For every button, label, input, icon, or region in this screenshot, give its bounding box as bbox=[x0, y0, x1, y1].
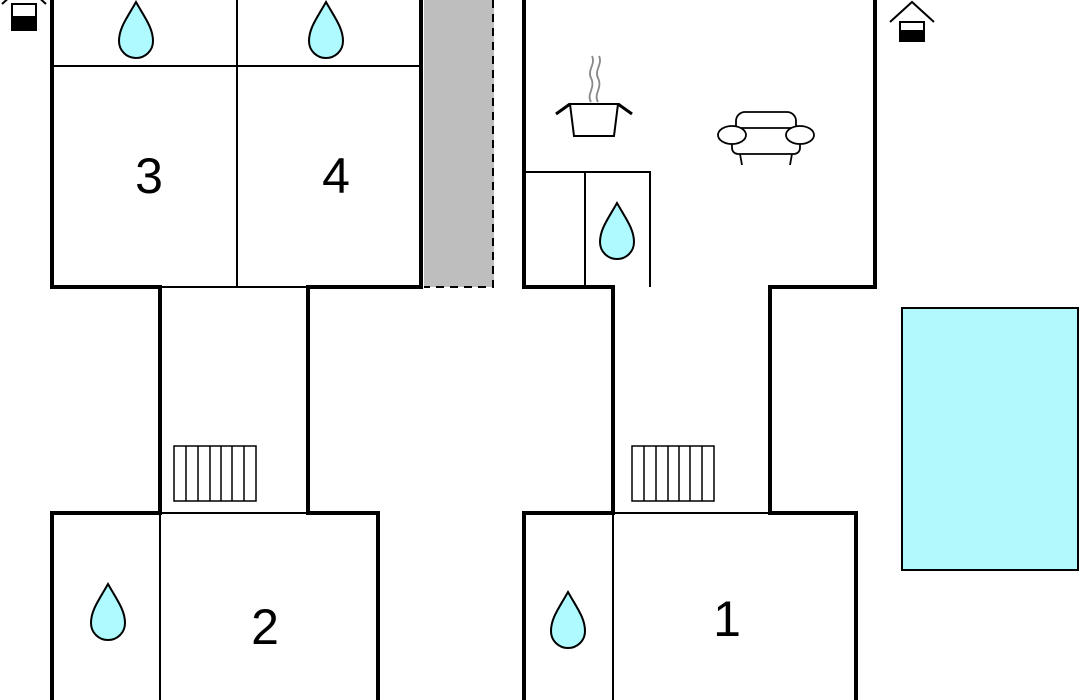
lower-block-walls bbox=[50, 511, 380, 700]
pool bbox=[901, 307, 1079, 571]
stairs-icon bbox=[631, 445, 715, 502]
stairs-icon bbox=[173, 445, 257, 502]
lower-right-walls bbox=[522, 511, 858, 700]
room-number-4: 4 bbox=[322, 148, 350, 204]
terrace bbox=[424, 0, 494, 287]
water-drop-icon bbox=[308, 1, 344, 59]
room-number-1: 1 bbox=[713, 591, 741, 647]
upper-block-walls bbox=[50, 0, 423, 289]
terrace-dashed-edge bbox=[424, 0, 494, 288]
water-drop-icon bbox=[599, 202, 635, 260]
room-number-2: 2 bbox=[251, 599, 279, 655]
water-drop-icon bbox=[118, 1, 154, 59]
right-building: 1 bbox=[522, 0, 1079, 700]
water-drop-icon bbox=[90, 583, 126, 641]
room-number-3: 3 bbox=[135, 148, 163, 204]
right-corridor-walls bbox=[611, 285, 772, 515]
water-drop-icon bbox=[550, 591, 586, 649]
corridor-walls bbox=[158, 285, 310, 515]
upper-right-walls bbox=[522, 0, 877, 289]
house-icon bbox=[889, 0, 935, 42]
sofa-icon bbox=[717, 111, 815, 166]
bathroom-walls bbox=[524, 171, 651, 287]
left-building: 3 4 2 bbox=[1, 0, 494, 700]
cooking-pot-icon bbox=[555, 55, 633, 137]
house-icon bbox=[1, 0, 47, 31]
